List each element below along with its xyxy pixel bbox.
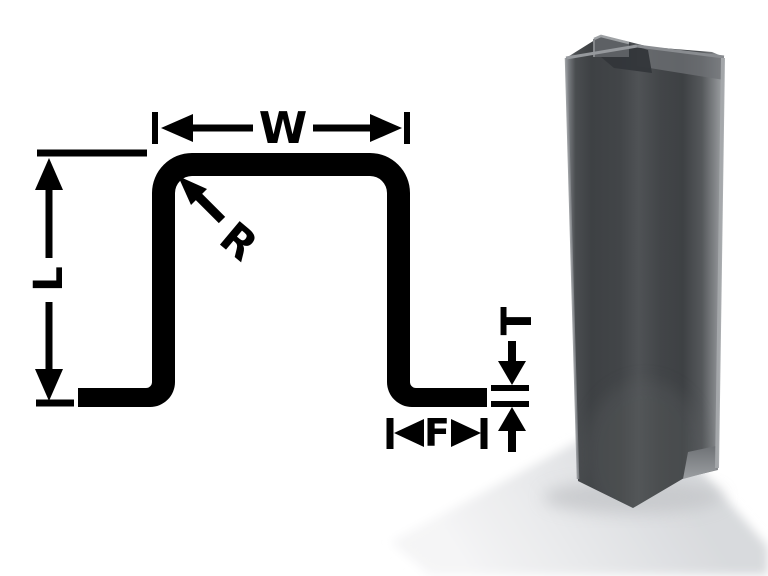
w-tick-right: [404, 112, 410, 144]
dim-thickness: T: [491, 306, 541, 452]
dim-leg-length: L: [26, 149, 147, 407]
dim-label-leg-length: L: [26, 266, 72, 292]
front-top-rim-highlight: [565, 44, 638, 60]
dim-flange: F: [386, 411, 488, 455]
arrow-down-icon: [35, 369, 63, 401]
arrow-right-icon: [451, 419, 481, 447]
profile-diagram: W R L T: [26, 103, 541, 455]
arrow-up-icon: [498, 407, 526, 431]
dim-label-flange: F: [424, 411, 450, 455]
hat-channel-3d-render: [391, 34, 768, 575]
profile-cross-section: [78, 153, 487, 407]
arrow-up-icon: [35, 158, 63, 190]
right-edge-highlight: [715, 57, 725, 469]
dim-width: W: [152, 103, 410, 154]
r-leader-line: [192, 190, 226, 224]
arrow-left-icon: [394, 419, 424, 447]
tab-top-edge-highlight: [593, 34, 630, 45]
w-tick-left: [152, 112, 158, 144]
arrow-down-icon: [498, 361, 526, 385]
dim-label-width: W: [259, 103, 308, 154]
return-flange: [683, 446, 716, 479]
arrow-up-left-icon: [178, 176, 207, 205]
arrow-left-icon: [161, 114, 193, 142]
channel-body: [566, 36, 724, 508]
right-top-rim-highlight: [636, 44, 725, 59]
dim-radius: R: [178, 176, 267, 271]
left-edge-highlight: [564, 57, 580, 480]
dim-label-thickness: T: [492, 306, 541, 335]
arrow-right-icon: [370, 114, 402, 142]
